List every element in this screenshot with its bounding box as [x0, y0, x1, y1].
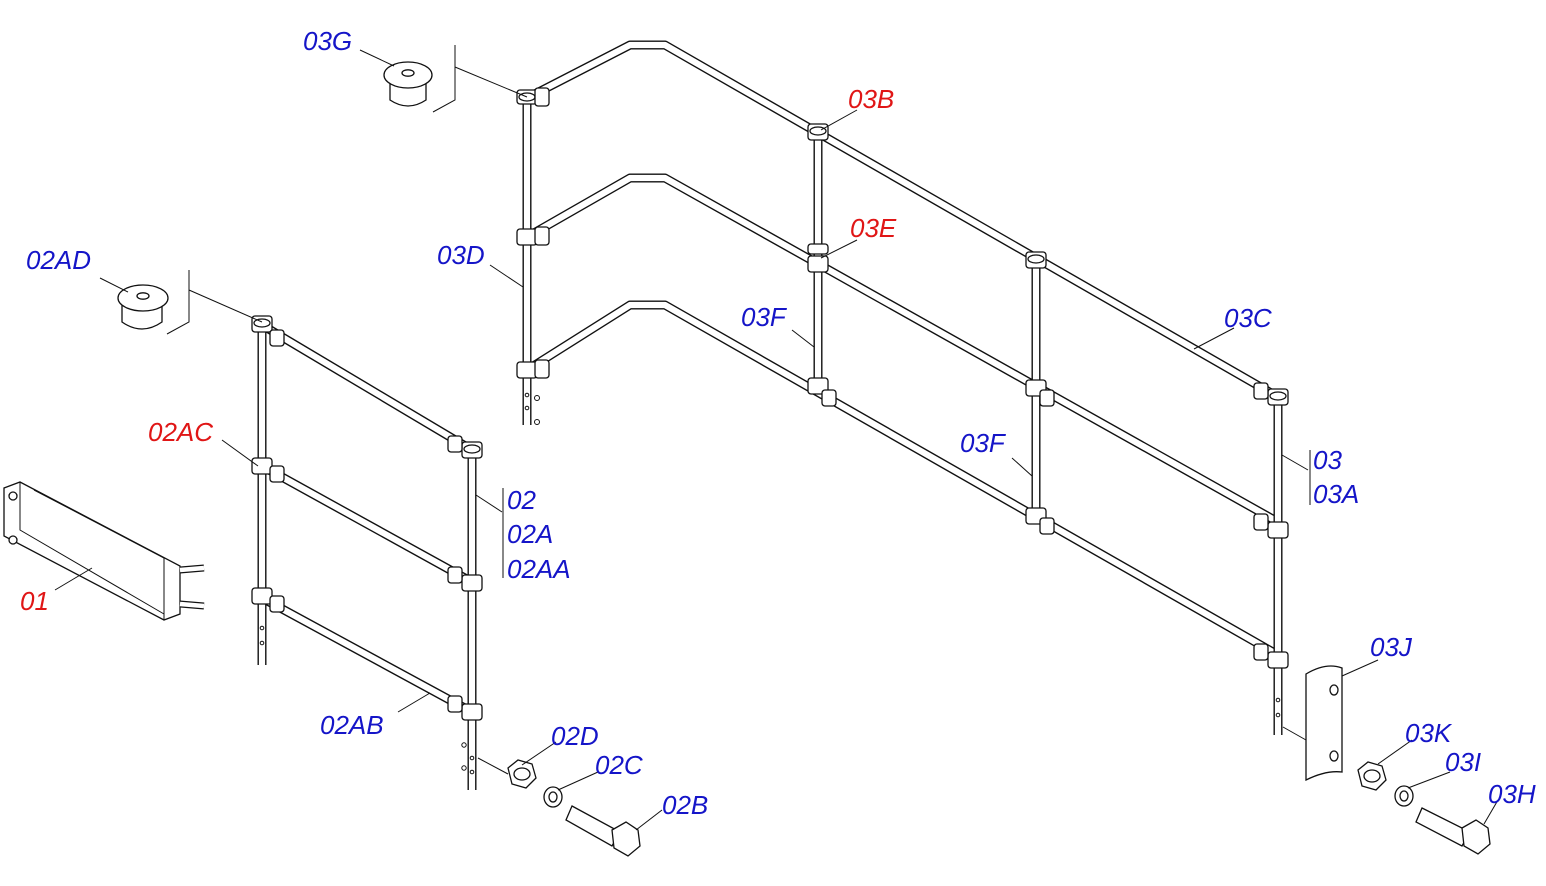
part-labels: 03G 02AD 03D 03B 03E 03F 03F 03C 03 03A …: [20, 26, 1536, 820]
clamp-fitting: [1253, 513, 1289, 539]
leader-lines: [54, 45, 1499, 831]
label-03D: 03D: [437, 240, 485, 270]
label-03F-upper: 03F: [741, 302, 788, 332]
clamp-fitting-03B: [807, 123, 829, 141]
mid-rail: [524, 173, 1281, 526]
clamp-fitting: [447, 435, 483, 459]
clamp-fitting: [516, 226, 550, 246]
washer-02C: [543, 786, 563, 808]
clamp-fitting: [1253, 382, 1289, 406]
post-holes: [524, 392, 1281, 718]
nut-03K: [1357, 761, 1387, 791]
clamp-fitting-03E: [807, 243, 829, 273]
top-rail-03C: [524, 40, 1281, 401]
post-holes: [259, 625, 475, 775]
label-02C: 02C: [595, 750, 643, 780]
bracket-01: [3, 481, 205, 621]
clamp-fitting: [1253, 643, 1289, 669]
clamp-fitting: [1025, 379, 1055, 407]
label-03B: 03B: [848, 84, 894, 114]
top-rail: [259, 321, 475, 454]
label-03H: 03H: [1488, 779, 1536, 809]
plate-03J: [1305, 665, 1343, 782]
label-02B: 02B: [662, 790, 708, 820]
label-03A: 03A: [1313, 479, 1359, 509]
end-cap-03G: [383, 61, 433, 107]
label-03J: 03J: [1370, 632, 1413, 662]
nut-02D: [507, 759, 537, 789]
clamp-fitting: [251, 315, 285, 347]
clamp-fitting: [516, 359, 550, 379]
clamp-fitting: [447, 695, 483, 721]
bolt-02B: [565, 805, 641, 857]
label-03K: 03K: [1405, 718, 1453, 748]
clamp-fitting: [251, 457, 285, 483]
label-02AA: 02AA: [507, 554, 571, 584]
railing-section-03: [516, 40, 1289, 735]
clamp-fitting: [447, 566, 483, 592]
label-02AC: 02AC: [148, 417, 213, 447]
label-03G: 03G: [303, 26, 352, 56]
label-03F-lower: 03F: [960, 428, 1007, 458]
clamp-fitting: [1025, 507, 1055, 535]
bottom-rail-02AB: [259, 594, 475, 716]
label-02AB: 02AB: [320, 710, 384, 740]
label-03: 03: [1313, 445, 1342, 475]
label-02D: 02D: [551, 721, 599, 751]
gate-section-02: [251, 315, 483, 790]
label-03C: 03C: [1224, 303, 1272, 333]
label-01: 01: [20, 586, 49, 616]
label-02: 02: [507, 485, 536, 515]
washer-03I: [1394, 785, 1414, 807]
label-02AD: 02AD: [26, 245, 91, 275]
clamp-fitting: [516, 87, 550, 107]
clamp-fitting: [1025, 251, 1047, 269]
clamp-fitting: [807, 377, 837, 407]
mid-rail: [259, 462, 475, 586]
label-03I: 03I: [1445, 747, 1481, 777]
bolt-03H: [1415, 807, 1491, 855]
label-02A: 02A: [507, 519, 553, 549]
end-cap-02AD: [117, 284, 169, 330]
bottom-rail: [524, 300, 1281, 659]
label-03E: 03E: [850, 213, 897, 243]
clamp-fitting: [251, 587, 285, 613]
